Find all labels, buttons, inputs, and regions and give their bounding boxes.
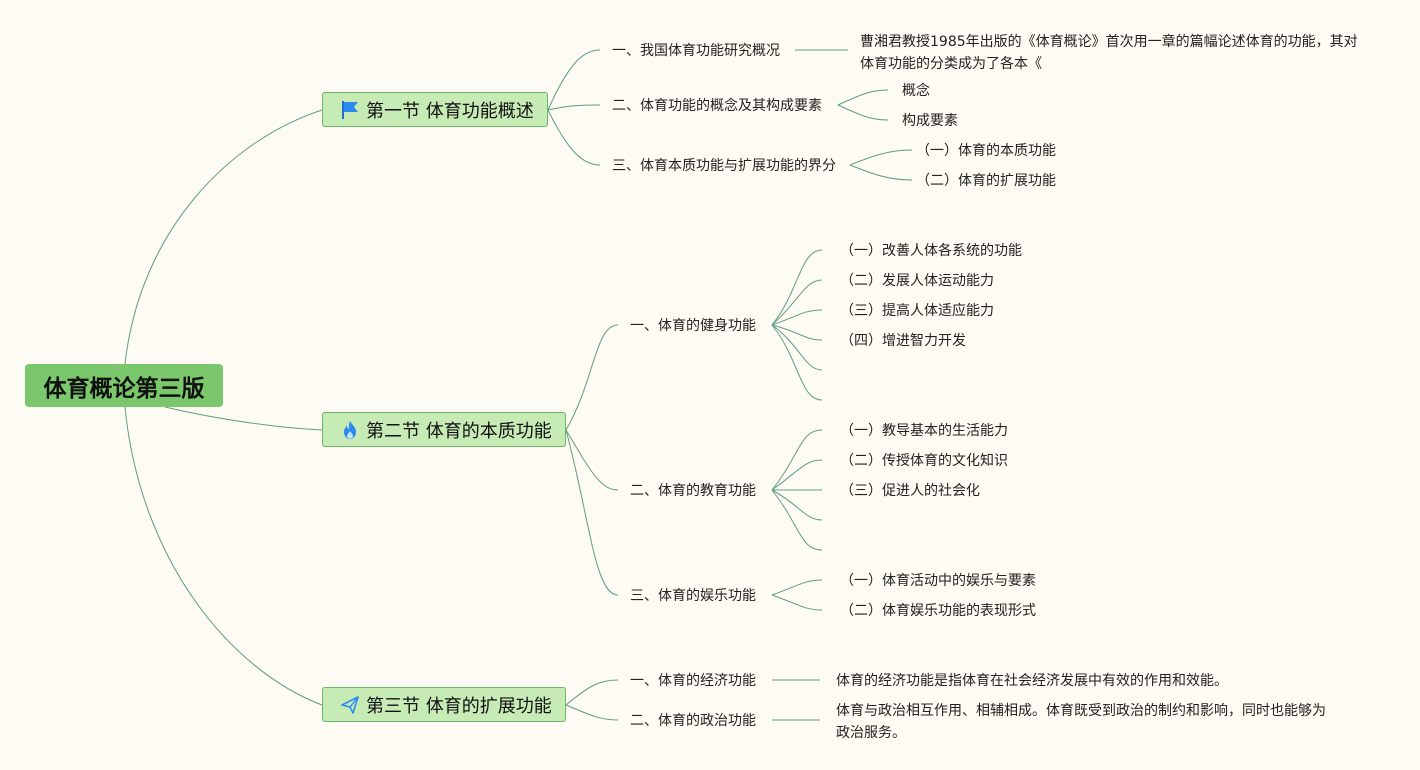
connector-s2t1-c2 <box>771 279 823 326</box>
connector-s2t1-c5 <box>771 324 823 371</box>
connector-s2t2-c1 <box>771 429 823 491</box>
topic-1-1-note-line1: 曹湘君教授1985年出版的《体育概论》首次用一章的篇幅论述体育的功能，其对 <box>860 34 1358 50</box>
connector-sec3-t2 <box>565 704 619 721</box>
connector-s2t1-c1 <box>771 249 823 326</box>
connector-s2t1-c4 <box>771 324 823 341</box>
connector-s1t2-c1 <box>837 89 889 106</box>
connector-s2t3-c2 <box>771 594 823 611</box>
fire-icon <box>340 420 360 440</box>
topic-1-1[interactable]: 一、我国体育功能研究概况 <box>612 43 780 59</box>
section-3[interactable]: 第三节 体育的扩展功能 <box>322 687 566 722</box>
connector-s2t1-c6 <box>771 324 823 401</box>
connector-s2t2-c2 <box>771 459 823 491</box>
connector-s2t2-c4 <box>771 489 823 521</box>
connector-sec2-t1 <box>565 324 619 431</box>
section-2[interactable]: 第二节 体育的本质功能 <box>322 412 566 447</box>
leaf-1-3-2[interactable]: （二）体育的扩展功能 <box>916 173 1056 189</box>
leaf-2-1-2[interactable]: （二）发展人体运动能力 <box>840 273 994 289</box>
connector-sec1-t3 <box>547 109 601 166</box>
leaf-2-1-4[interactable]: （四）增进智力开发 <box>840 333 966 349</box>
leaf-2-2-2[interactable]: （二）传授体育的文化知识 <box>840 453 1008 469</box>
topic-2-2[interactable]: 二、体育的教育功能 <box>630 483 756 499</box>
topic-2-1[interactable]: 一、体育的健身功能 <box>630 318 756 334</box>
connector-s2t2-c5 <box>771 489 823 551</box>
section-2-label: 第二节 体育的本质功能 <box>366 420 552 442</box>
leaf-2-2-3[interactable]: （三）促进人的社会化 <box>840 483 980 499</box>
leaf-2-3-1[interactable]: （一）体育活动中的娱乐与要素 <box>840 573 1036 589</box>
section-1[interactable]: 第一节 体育功能概述 <box>322 92 548 127</box>
paper-plane-icon <box>340 695 360 715</box>
leaf-1-2-1[interactable]: 概念 <box>902 83 930 99</box>
section-3-label: 第三节 体育的扩展功能 <box>366 695 552 717</box>
connector-s2t3-c1 <box>771 579 823 596</box>
leaf-2-3-2[interactable]: （二）体育娱乐功能的表现形式 <box>840 603 1036 619</box>
connector-sec2-t3 <box>565 429 619 596</box>
connector-s1t3-c1 <box>849 149 913 166</box>
connector-sec3-t1 <box>565 679 619 706</box>
flag-icon <box>340 100 360 120</box>
section-1-label: 第一节 体育功能概述 <box>366 100 534 122</box>
topic-3-1[interactable]: 一、体育的经济功能 <box>630 673 756 689</box>
topic-3-1-note[interactable]: 体育的经济功能是指体育在社会经济发展中有效的作用和效能。 <box>836 673 1228 689</box>
connector-s2t1-c3 <box>771 309 823 326</box>
topic-1-2[interactable]: 二、体育功能的概念及其构成要素 <box>612 98 822 114</box>
connector-root-sec1 <box>124 109 323 365</box>
topic-1-1-note-line2: 体育功能的分类成为了各本《 <box>860 56 1042 72</box>
leaf-2-2-1[interactable]: （一）教导基本的生活能力 <box>840 423 1008 439</box>
connector-s1t2-c2 <box>837 104 889 121</box>
leaf-2-1-3[interactable]: （三）提高人体适应能力 <box>840 303 994 319</box>
topic-1-1-note[interactable]: 曹湘君教授1985年出版的《体育概论》首次用一章的篇幅论述体育的功能，其对 体育… <box>860 31 1360 75</box>
connector-sec1-t2 <box>547 104 601 111</box>
topic-1-3[interactable]: 三、体育本质功能与扩展功能的界分 <box>612 158 836 174</box>
leaf-1-2-2[interactable]: 构成要素 <box>902 113 958 129</box>
connector-s1t3-c2 <box>849 164 913 181</box>
connector-root-sec2 <box>164 406 323 431</box>
connector-sec2-t2 <box>565 429 619 491</box>
topic-2-3[interactable]: 三、体育的娱乐功能 <box>630 588 756 604</box>
leaf-2-1-1[interactable]: （一）改善人体各系统的功能 <box>840 243 1022 259</box>
topic-3-2[interactable]: 二、体育的政治功能 <box>630 713 756 729</box>
connector-sec1-t1 <box>547 49 601 111</box>
topic-3-2-note[interactable]: 体育与政治相互作用、相辅相成。体育既受到政治的制约和影响，同时也能够为政治服务。 <box>836 703 1326 741</box>
connector-root-sec3 <box>124 406 323 706</box>
leaf-1-3-1[interactable]: （一）体育的本质功能 <box>916 143 1056 159</box>
root-topic[interactable]: 体育概论第三版 <box>25 364 223 407</box>
